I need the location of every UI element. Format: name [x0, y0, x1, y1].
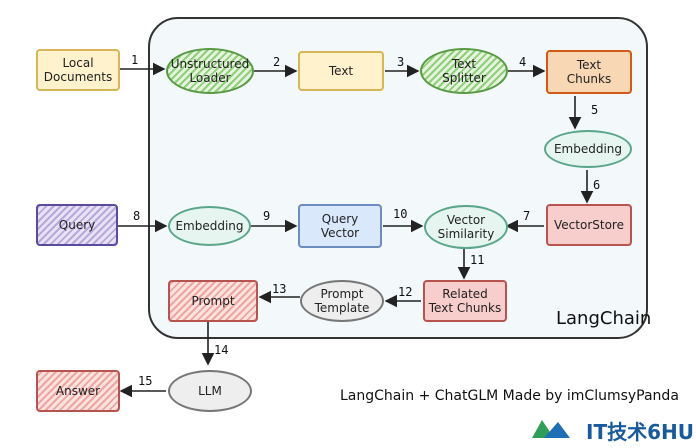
- node-query: Query: [36, 204, 118, 246]
- edge-label: 2: [273, 55, 281, 69]
- node-llm: LLM: [168, 370, 252, 412]
- edge-label: 13: [272, 282, 287, 296]
- edge-label: 9: [263, 209, 271, 223]
- node-prompt-template: Prompt Template: [300, 280, 384, 322]
- edge-label: 11: [470, 253, 485, 267]
- edge-label: 8: [133, 209, 141, 223]
- node-text-splitter: Text Splitter: [420, 48, 508, 94]
- watermark-logo-icon: [532, 420, 570, 438]
- edge-label: 6: [593, 178, 601, 192]
- node-related-text-chunks: Related Text Chunks: [423, 280, 507, 322]
- edge-label: 7: [523, 209, 531, 223]
- node-embedding-top: Embedding: [544, 130, 632, 168]
- container-label: LangChain: [556, 308, 652, 329]
- edge-label: 3: [397, 55, 405, 69]
- node-text-chunks: Text Chunks: [546, 50, 632, 94]
- edge-label: 15: [138, 374, 153, 388]
- node-vectorstore: VectorStore: [546, 204, 632, 246]
- edge-label: 14: [214, 343, 229, 357]
- node-local-documents: Local Documents: [36, 49, 120, 91]
- edge-label: 5: [591, 103, 599, 117]
- node-embedding-query: Embedding: [168, 206, 251, 246]
- edge-label: 10: [393, 207, 408, 221]
- node-prompt: Prompt: [168, 280, 258, 322]
- credit-text: LangChain + ChatGLM Made by imClumsyPand…: [340, 388, 679, 404]
- edge-label: 12: [398, 285, 413, 299]
- node-vector-similarity: Vector Similarity: [424, 205, 508, 249]
- node-text: Text: [298, 51, 384, 91]
- watermark-text: IT技术6HU: [586, 420, 694, 444]
- edge-label: 4: [519, 55, 527, 69]
- node-answer: Answer: [36, 370, 120, 412]
- node-query-vector: Query Vector: [298, 204, 382, 248]
- node-unstructured-loader: Unstructured Loader: [166, 48, 254, 94]
- edge-label: 1: [131, 53, 139, 67]
